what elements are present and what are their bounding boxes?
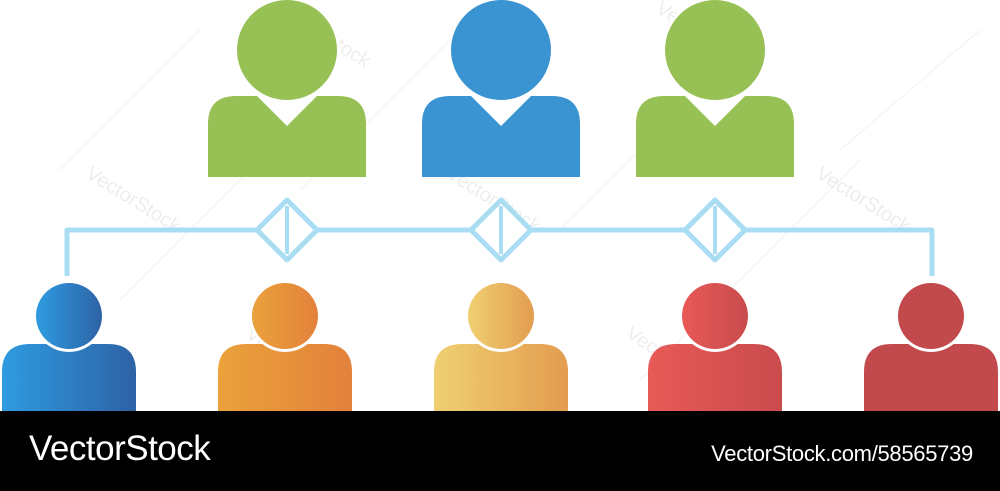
person-head <box>237 0 337 100</box>
person-collar <box>471 96 531 126</box>
person-torso <box>434 344 568 411</box>
person-collar <box>257 96 317 126</box>
person-torso <box>864 344 998 411</box>
bottom-person-3-icon <box>434 280 568 411</box>
org-chart-diagram: VectorStockVectorStockVectorStockVectorS… <box>2 0 998 411</box>
bottom-person-2-icon <box>218 280 352 411</box>
background-line <box>639 159 861 381</box>
bottom-person-5-icon <box>864 280 998 411</box>
top-right-person-icon <box>636 0 794 177</box>
bottom-person-1-icon <box>2 280 136 411</box>
watermark-text: VectorStock <box>82 162 185 238</box>
connector-layer <box>64 197 935 276</box>
watermark-text: VectorStock <box>812 162 915 238</box>
background-line <box>839 29 981 151</box>
person-head <box>898 283 964 349</box>
footer-brand: VectorStock <box>29 429 211 468</box>
person-torso <box>636 96 794 177</box>
background-line <box>59 29 201 171</box>
top-left-person-icon <box>208 0 366 177</box>
person-head <box>468 283 534 349</box>
person-head <box>451 0 551 100</box>
person-head <box>252 283 318 349</box>
footer-bar: VectorStock VectorStock.com/58565739 <box>0 411 1000 491</box>
person-torso <box>422 96 580 177</box>
person-torso <box>648 344 782 411</box>
footer-url: VectorStock.com/58565739 <box>711 441 973 466</box>
person-collar <box>685 96 745 126</box>
bottom-person-4-icon <box>648 280 782 411</box>
person-head <box>36 283 102 349</box>
top-center-person-icon <box>422 0 580 177</box>
person-torso <box>2 344 136 411</box>
people-layer <box>2 0 998 411</box>
person-head <box>665 0 765 100</box>
person-torso <box>218 344 352 411</box>
person-head <box>682 283 748 349</box>
person-torso <box>208 96 366 177</box>
